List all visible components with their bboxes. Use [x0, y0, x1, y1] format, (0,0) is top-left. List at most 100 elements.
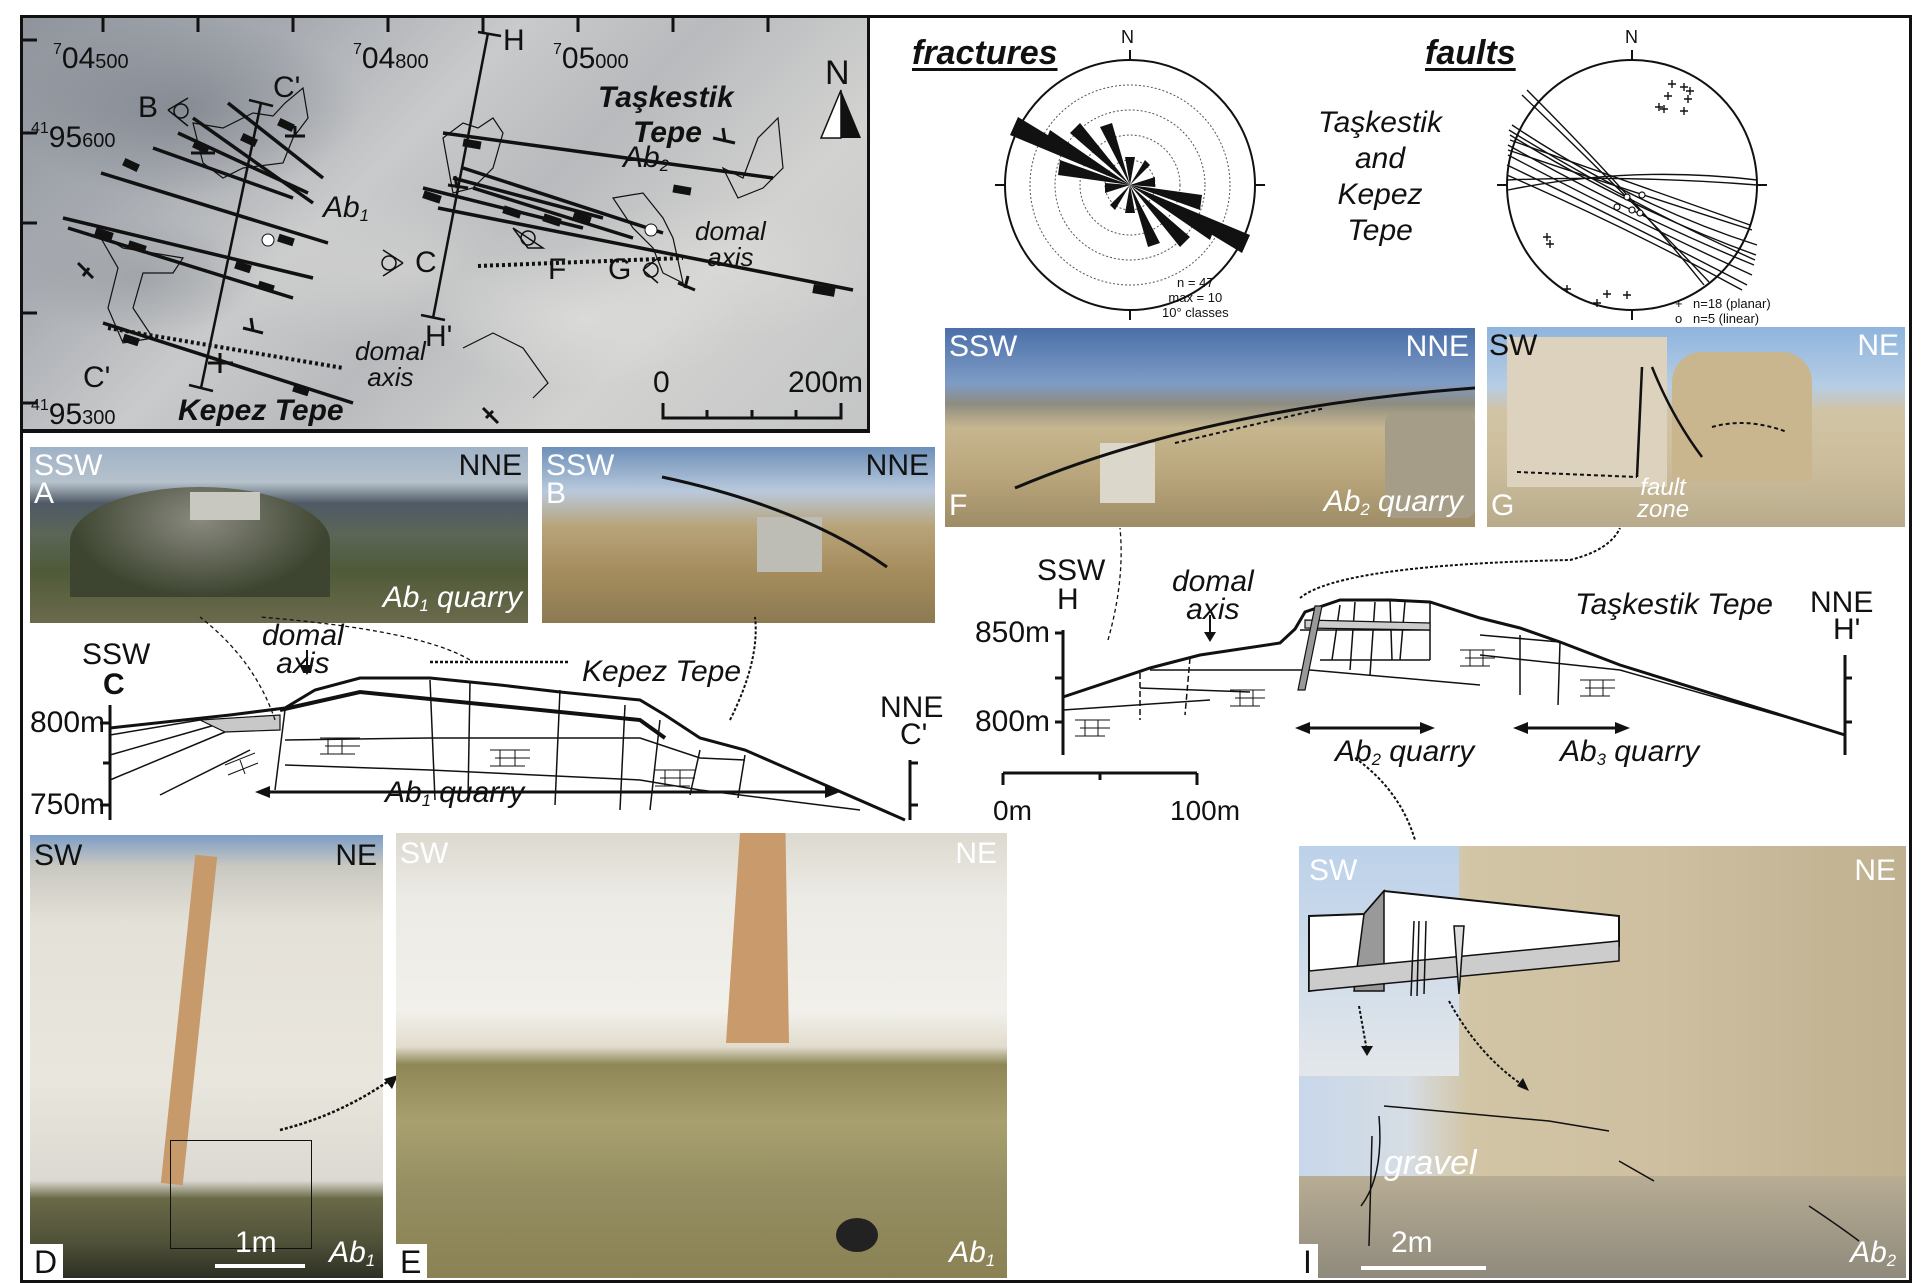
- photo-f-boulder: [1385, 413, 1475, 518]
- photo-e-caption: Ab1: [949, 1236, 995, 1271]
- photo-i-caption: Ab2: [1850, 1236, 1896, 1271]
- map-y-coord-2: 4195300: [31, 397, 116, 431]
- map-unit-ab1: Ab1: [323, 191, 369, 226]
- photo-e-dir-right: NE: [955, 837, 997, 870]
- photo-i-scale-label: 2m: [1391, 1226, 1433, 1259]
- photo-d-caption: Ab1: [329, 1236, 375, 1271]
- section-c-right-dir: NNE: [880, 691, 944, 724]
- photo-b: SSW B NNE: [542, 447, 935, 623]
- photo-a-quarry-face: [190, 492, 260, 520]
- photo-b-letter: B: [546, 477, 567, 510]
- section-h-scale-end: 100m: [1170, 795, 1241, 826]
- map-x-coord-1: 704500: [53, 41, 129, 75]
- section-h-right-id: H': [1833, 613, 1861, 646]
- photo-a-dir-left: SSW: [34, 449, 103, 482]
- section-c-y-800: 800m: [30, 706, 106, 739]
- photo-e-letter: E: [396, 1244, 428, 1278]
- photo-d: SW NE D 1m Ab1: [30, 835, 383, 1278]
- photo-i-dir-right: NE: [1854, 854, 1896, 887]
- cross-section-c: [100, 616, 918, 822]
- section-h-right-dir: NNE: [1810, 586, 1874, 619]
- map-view-b: B: [138, 91, 159, 124]
- map-view-c: C: [415, 246, 437, 279]
- photo-a-caption: Ab1 quarry: [382, 581, 522, 616]
- photo-d-scale-label: 1m: [235, 1226, 277, 1259]
- fractures-north-label: N: [1121, 27, 1134, 47]
- photo-i-gravel-label: gravel: [1384, 1144, 1477, 1182]
- section-h-left-dir: SSW: [1037, 554, 1106, 587]
- section-c-quarry-label: Ab1 quarry: [385, 776, 525, 811]
- section-h-y-800: 800m: [975, 705, 1051, 738]
- map-north-label: N: [825, 54, 850, 92]
- photo-g-fault-lines: [1516, 366, 1788, 478]
- section-c-right-id: C': [900, 718, 928, 751]
- photo-b-dir-right: NNE: [865, 449, 929, 482]
- photo-b-dir-left: SSW: [546, 449, 615, 482]
- photo-d-scale-bar: [215, 1264, 305, 1268]
- photo-i-rubble: [1299, 1176, 1906, 1278]
- legend-planar: +n=18 (planar): [1675, 296, 1771, 311]
- map-section-h: H: [503, 24, 525, 57]
- geological-map-panel: 704500 704800 705000 4195600 4195300 Taş…: [20, 15, 870, 432]
- photo-d-zoom-box: [170, 1140, 312, 1249]
- photo-i: SW NE gravel I 2m Ab2: [1299, 846, 1906, 1278]
- photo-d-vein: [160, 854, 218, 1186]
- cross-section-h: [1001, 527, 1852, 841]
- photo-f: SSW NNE F Ab2 quarry: [945, 328, 1475, 527]
- map-scale-start: 0: [653, 366, 670, 399]
- map-label-taskestik: Taşkestik: [598, 81, 734, 114]
- section-c-hill-label: Kepez Tepe: [582, 655, 742, 688]
- photo-i-block-diagram: [1308, 888, 1860, 1247]
- map-x-coord-3: 705000: [553, 41, 629, 75]
- photo-e-vein: [726, 833, 789, 1043]
- faults-title: faults: [1425, 34, 1516, 72]
- section-h-quarry2-label: Ab2 quarry: [1335, 735, 1475, 770]
- map-label-kepez-tepe: Kepez Tepe: [178, 394, 344, 427]
- section-c-left-id: C: [103, 668, 125, 701]
- photo-g-dir-right: NE: [1857, 329, 1899, 362]
- map-view-f: F: [548, 253, 567, 286]
- photo-d-dir-right: NE: [335, 839, 377, 872]
- faults-stereonet: [1497, 50, 1767, 320]
- fractures-stats: n = 47 max = 10 10° classes: [1162, 275, 1229, 320]
- photo-a-letter: A: [34, 477, 55, 510]
- photo-f-fault-line: [1014, 386, 1475, 490]
- map-bottom-divider: [20, 430, 870, 433]
- map-section-c-prime-top: C': [273, 71, 301, 104]
- map-linework: [23, 18, 861, 425]
- map-view-g: G: [608, 253, 632, 286]
- photo-e-dir-left: SW: [400, 837, 449, 870]
- photo-d-letter: D: [30, 1244, 64, 1278]
- photo-e: SW NE E Ab1: [396, 833, 1007, 1278]
- map-unit-ab2: Ab2: [623, 141, 669, 176]
- photo-i-dir-left: SW: [1309, 854, 1358, 887]
- map-label-taskestik-tepe: Tepe: [633, 116, 702, 149]
- stereonet-location-label: Taşkestik and Kepez Tepe: [1318, 106, 1442, 247]
- photo-d-dir-left: SW: [34, 839, 83, 872]
- map-section-c-prime-bottom: C': [83, 361, 111, 394]
- photo-g-letter: G: [1491, 489, 1515, 522]
- section-h-left-id: H: [1057, 583, 1079, 616]
- photo-b-fault-line: [661, 475, 888, 569]
- photo-e-hat: [836, 1218, 878, 1252]
- photo-b-quarry-face: [757, 517, 822, 572]
- photo-f-dir-right: NNE: [1405, 330, 1469, 363]
- photo-a: SSW A NNE Ab1 quarry: [30, 447, 528, 623]
- map-section-h-prime: H': [425, 320, 453, 353]
- section-h-scale-start: 0m: [993, 795, 1032, 826]
- photo-f-letter: F: [949, 489, 968, 522]
- section-h-hill-label: Taşkestik Tepe: [1575, 588, 1773, 621]
- photo-g-block-right: [1672, 352, 1812, 482]
- map-x-coord-2: 704800: [353, 41, 429, 75]
- section-c-left-dir: SSW: [82, 638, 151, 671]
- zoom-connector-d-to-e: [279, 1075, 398, 1132]
- fractures-rose-diagram: [995, 50, 1265, 320]
